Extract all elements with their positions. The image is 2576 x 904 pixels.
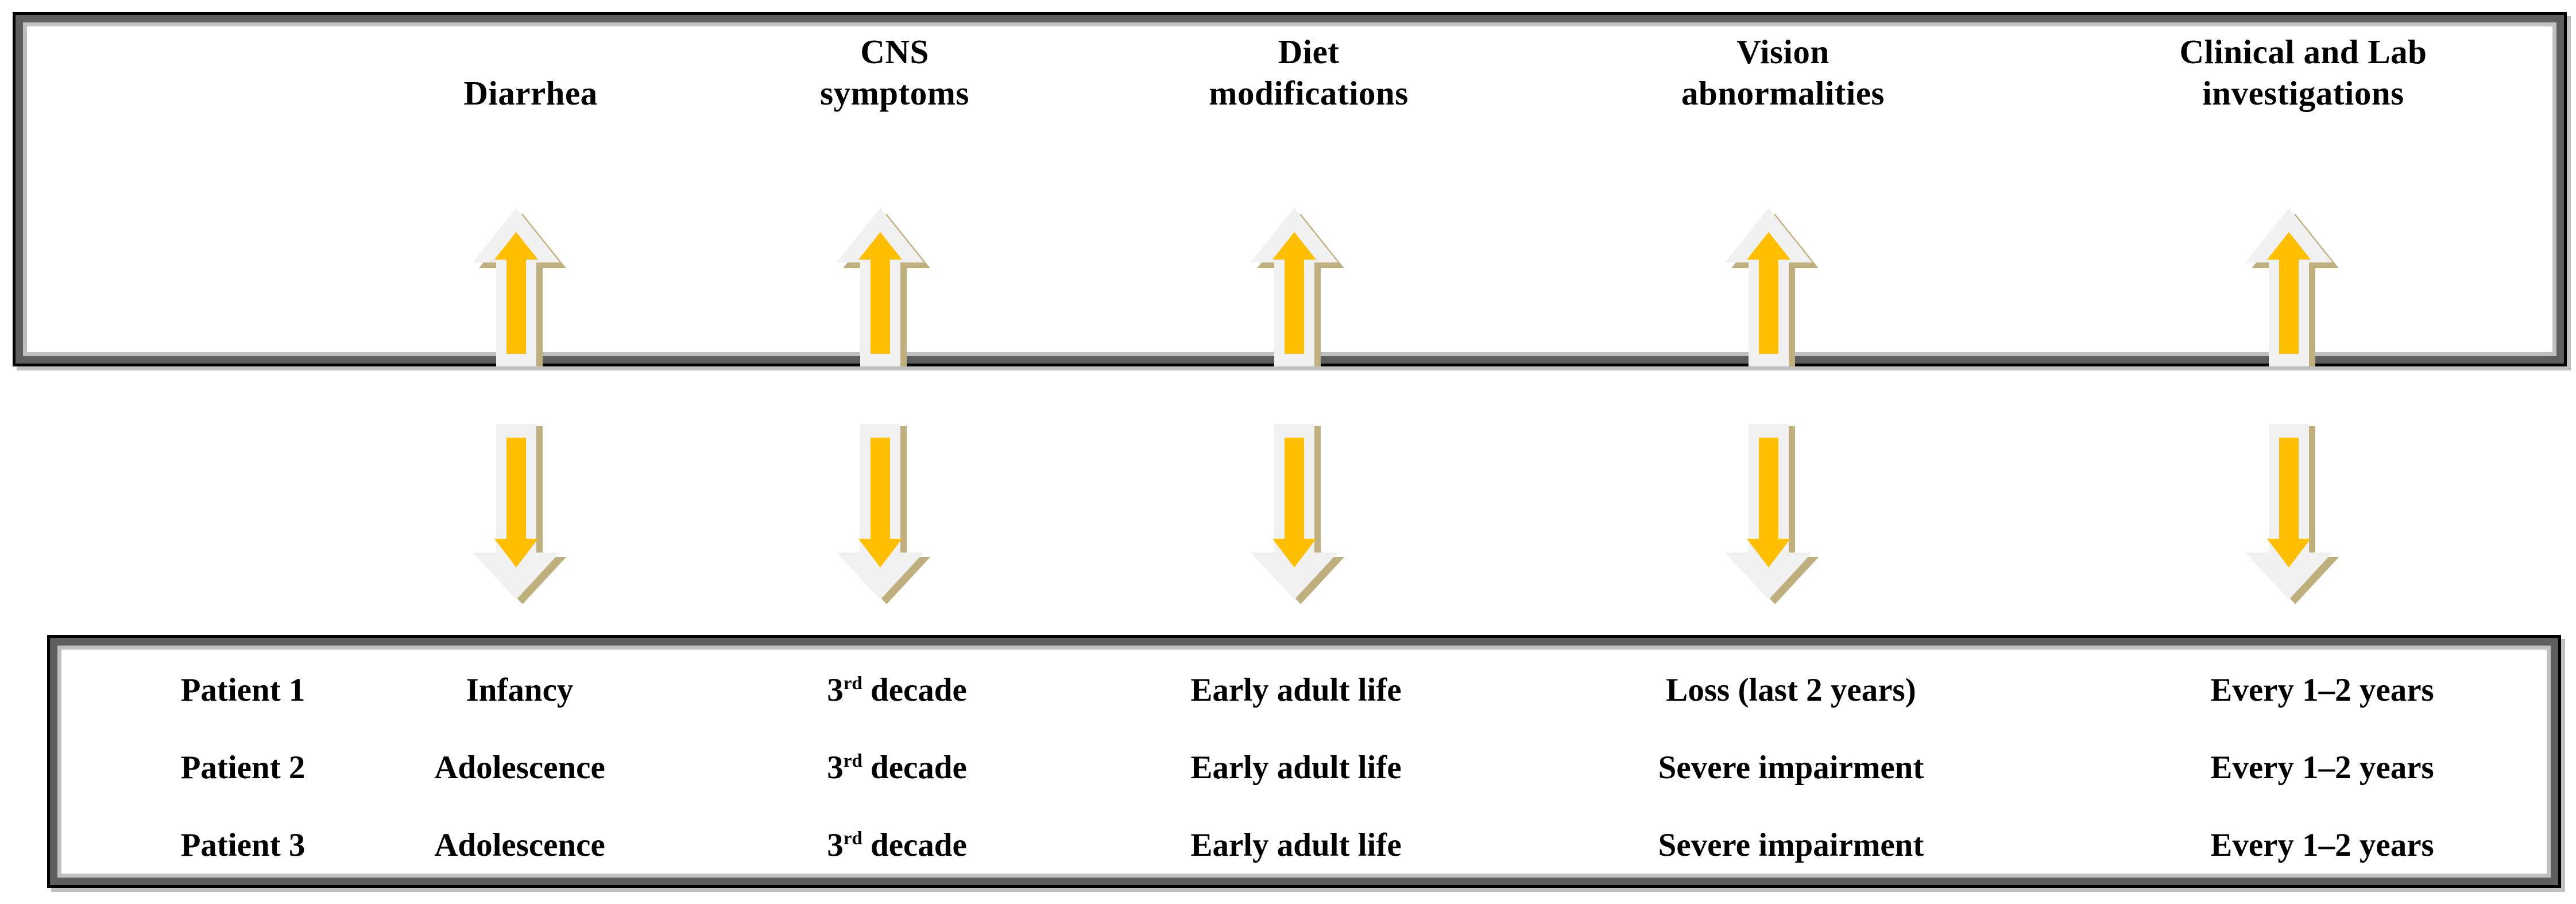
cell-cns-symptoms: 3rd decade [827,806,967,884]
cns-ordinal-number: 3 [827,672,844,708]
cell-cns-symptoms: 3rd decade [827,651,967,729]
cns-unit: decade [862,750,967,786]
cell-vision-abnormalities: Loss (last 2 years) [1666,672,1916,708]
cns-unit: decade [862,672,967,708]
table-row: Patient 3 Adolescence 3rd decade Early a… [47,806,2561,884]
cell-diarrhea: Adolescence [434,827,605,863]
cell-cns-symptoms: 3rd decade [827,729,967,807]
table-row: Patient 2 Adolescence 3rd decade Early a… [47,729,2561,807]
header-clinical-and-lab-investigations: Clinical and Lab investigations [2180,31,2427,114]
arrow-core [2267,438,2311,567]
cell-diet-modifications: Early adult life [1190,672,1402,708]
table-row: Patient 1 Infancy 3rd decade Early adult… [47,651,2561,729]
arrow-core [1747,232,1790,354]
header-diarrhea: Diarrhea [463,72,597,114]
down-arrow-clinical-and-lab-investigations [2231,424,2346,608]
cell-diarrhea: Infancy [466,672,574,708]
header-diarrhea-line-1: Diarrhea [463,74,598,112]
up-arrow-clinical-and-lab-investigations [2231,200,2346,366]
cell-investigations: Every 1–2 years [2210,750,2434,786]
bottom-box-inner-frame [57,646,2551,878]
cell-patient: Patient 1 [180,672,305,708]
down-arrow-cns-symptoms [823,424,938,608]
header-vision-abnormalities-line-1: Vision [1736,33,1829,71]
patient-table: Patient 1 Infancy 3rd decade Early adult… [47,635,2561,888]
arrow-core [494,438,538,567]
cns-ordinal-number: 3 [827,750,844,786]
header-clinical-and-lab-investigations-line-2: investigations [2202,74,2404,112]
up-arrow-cns-symptoms [823,200,938,366]
cell-diet-modifications: Early adult life [1190,827,1402,863]
down-arrow-diarrhea [459,424,574,608]
arrow-core [1747,438,1790,567]
down-arrow-vision-abnormalities [1711,424,1826,608]
bottom-box-content [61,650,2547,874]
cns-ordinal-suffix: rd [843,828,862,849]
cns-ordinal-suffix: rd [843,751,862,771]
cns-unit: decade [862,827,967,863]
header-cns-symptoms-line-1: CNS [860,33,929,71]
header-clinical-and-lab-investigations-line-1: Clinical and Lab [2179,33,2427,71]
arrow-core [858,438,902,567]
header-vision-abnormalities: Vision abnormalities [1681,31,1885,114]
cell-investigations: Every 1–2 years [2210,672,2434,708]
cell-investigations: Every 1–2 years [2210,827,2434,863]
up-arrow-diarrhea [459,200,574,366]
cell-diarrhea: Adolescence [434,750,605,786]
cns-ordinal-number: 3 [827,827,844,863]
arrow-core [858,232,902,354]
up-arrow-vision-abnormalities [1711,200,1826,366]
cell-patient: Patient 2 [180,750,305,786]
column-headers: Diarrhea CNS symptoms Diet modifications… [27,26,2552,159]
bottom-box [47,635,2561,888]
cell-patient: Patient 3 [180,827,305,863]
header-vision-abnormalities-line-2: abnormalities [1681,74,1885,112]
cell-vision-abnormalities: Severe impairment [1658,750,1924,786]
header-diet-modifications-line-1: Diet [1278,33,1340,71]
up-arrow-diet-modifications [1237,200,1352,366]
arrow-core [494,232,538,354]
down-arrow-diet-modifications [1237,424,1352,608]
arrow-core [1272,232,1316,354]
arrow-core [2267,232,2311,354]
header-diet-modifications-line-2: modifications [1209,74,1409,112]
cell-diet-modifications: Early adult life [1190,750,1402,786]
header-cns-symptoms-line-2: symptoms [820,74,969,112]
header-cns-symptoms: CNS symptoms [820,31,969,114]
cell-vision-abnormalities: Severe impairment [1658,827,1924,863]
header-diet-modifications: Diet modifications [1209,31,1408,114]
cns-ordinal-suffix: rd [843,673,862,694]
arrow-core [1272,438,1316,567]
bottom-box-mid-frame [50,638,2558,885]
